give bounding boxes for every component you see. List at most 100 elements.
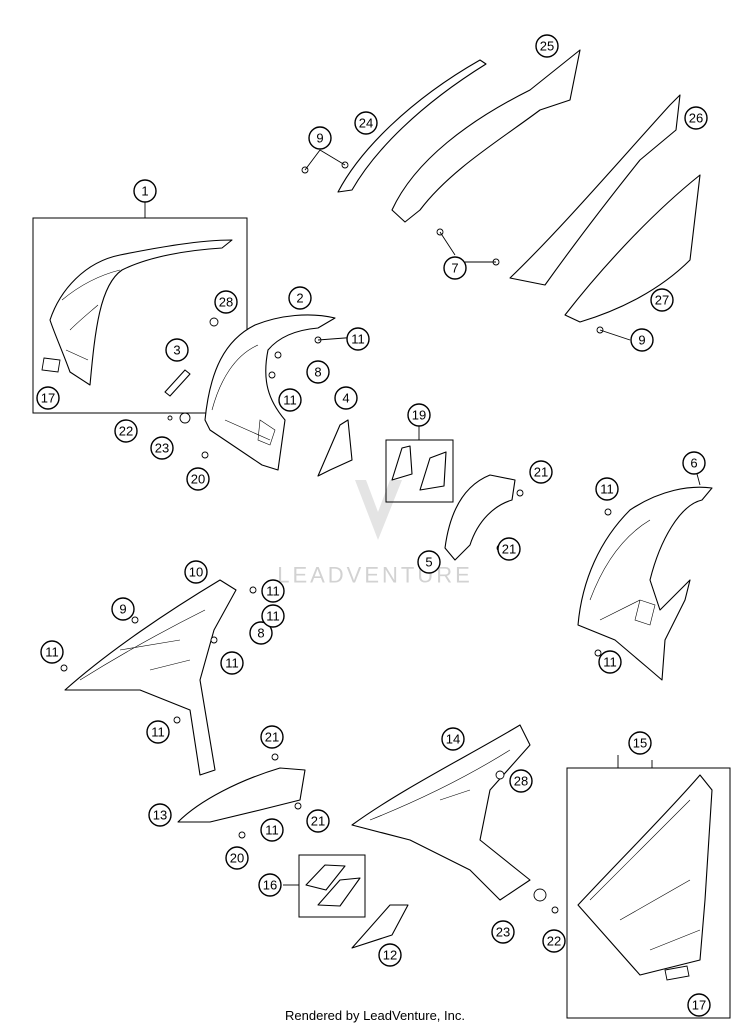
svg-text:8: 8 xyxy=(314,365,321,380)
svg-text:14: 14 xyxy=(446,732,460,747)
callout-21a: 21 xyxy=(529,460,553,484)
callout-2: 2 xyxy=(288,286,312,310)
svg-text:4: 4 xyxy=(342,391,349,406)
svg-text:1: 1 xyxy=(141,184,148,199)
svg-text:21: 21 xyxy=(265,730,279,745)
callout-3: 3 xyxy=(165,338,189,362)
svg-text:7: 7 xyxy=(451,261,458,276)
callout-25: 25 xyxy=(535,34,559,58)
part-upper-strip xyxy=(337,59,487,193)
callout-23a: 23 xyxy=(150,436,174,460)
group-frame-16 xyxy=(298,854,366,918)
callout-11j: 11 xyxy=(260,818,284,842)
part-small-plate xyxy=(351,904,409,949)
watermark: LEADVENTURE xyxy=(277,480,470,588)
footer-credit: Rendered by LeadVenture, Inc. xyxy=(285,1008,465,1023)
callout-17a: 17 xyxy=(36,386,60,410)
svg-text:15: 15 xyxy=(633,736,647,751)
svg-text:10: 10 xyxy=(189,565,203,580)
svg-text:28: 28 xyxy=(514,774,528,789)
callout-11e: 11 xyxy=(261,579,285,603)
svg-text:11: 11 xyxy=(266,609,280,624)
callout-9a: 9 xyxy=(308,126,332,150)
callout-11i: 11 xyxy=(146,720,170,744)
callout-17b: 17 xyxy=(687,993,711,1017)
callout-9b: 9 xyxy=(630,328,654,352)
callout-5: 5 xyxy=(417,550,441,574)
callout-11g: 11 xyxy=(40,640,64,664)
svg-text:17: 17 xyxy=(41,391,55,406)
callout-22a: 22 xyxy=(114,419,138,443)
svg-text:9: 9 xyxy=(119,602,126,617)
decal-sticker-2 xyxy=(664,965,690,981)
svg-text:11: 11 xyxy=(351,332,365,347)
callout-20a: 20 xyxy=(186,467,210,491)
svg-text:24: 24 xyxy=(359,116,373,131)
callout-15: 15 xyxy=(628,731,652,755)
svg-text:11: 11 xyxy=(225,656,239,671)
svg-text:11: 11 xyxy=(603,655,617,670)
svg-text:13: 13 xyxy=(153,808,167,823)
svg-text:21: 21 xyxy=(311,814,325,829)
svg-text:22: 22 xyxy=(119,424,133,439)
svg-text:27: 27 xyxy=(655,293,669,308)
callout-19: 19 xyxy=(407,403,431,427)
svg-text:17: 17 xyxy=(692,998,706,1013)
group-frame-15 xyxy=(566,767,731,1019)
svg-text:3: 3 xyxy=(173,343,180,358)
svg-text:9: 9 xyxy=(638,333,645,348)
part-bracket xyxy=(164,369,191,397)
watermark-logo-icon xyxy=(355,480,402,540)
part-right-side-fairing xyxy=(577,486,713,681)
part-left-side-fairing xyxy=(64,579,237,776)
svg-text:23: 23 xyxy=(155,441,169,456)
callout-11h: 11 xyxy=(220,651,244,675)
svg-text:9: 9 xyxy=(316,131,323,146)
callout-13: 13 xyxy=(148,803,172,827)
part-inner-guard xyxy=(444,474,516,561)
group-frame-19 xyxy=(385,439,454,503)
callout-11c: 11 xyxy=(595,477,619,501)
svg-text:11: 11 xyxy=(45,645,59,660)
part-tank-cover xyxy=(391,49,581,223)
callout-11b: 11 xyxy=(278,388,302,412)
svg-text:23: 23 xyxy=(496,925,510,940)
svg-text:11: 11 xyxy=(265,823,279,838)
callout-28b: 28 xyxy=(509,769,533,793)
callout-12: 12 xyxy=(378,943,402,967)
callout-28a: 28 xyxy=(214,290,238,314)
callout-23b: 23 xyxy=(491,920,515,944)
part-side-panel-left xyxy=(41,239,233,386)
part-front-spoiler xyxy=(351,724,531,901)
svg-text:11: 11 xyxy=(600,482,614,497)
callout-21d: 21 xyxy=(306,809,330,833)
svg-text:21: 21 xyxy=(502,542,516,557)
svg-text:20: 20 xyxy=(191,472,205,487)
svg-text:16: 16 xyxy=(263,878,277,893)
svg-text:26: 26 xyxy=(689,111,703,126)
svg-text:12: 12 xyxy=(383,948,397,963)
callout-9c: 9 xyxy=(111,597,135,621)
part-plate-set xyxy=(391,445,447,491)
callout-11f: 11 xyxy=(261,604,285,628)
group-frame-1 xyxy=(32,217,248,414)
svg-text:11: 11 xyxy=(283,393,297,408)
callout-21c: 21 xyxy=(260,725,284,749)
callout-8b: 8 xyxy=(249,621,273,645)
part-plate-set-2 xyxy=(305,864,361,907)
part-small-cover xyxy=(317,419,353,477)
callout-10: 10 xyxy=(184,560,208,584)
svg-text:11: 11 xyxy=(151,725,165,740)
callout-1: 1 xyxy=(133,179,157,203)
callout-6: 6 xyxy=(682,451,706,475)
callout-26: 26 xyxy=(684,106,708,130)
part-front-fairing xyxy=(204,314,336,471)
part-side-panel-right xyxy=(577,774,713,981)
callout-11d: 11 xyxy=(598,650,622,674)
svg-text:5: 5 xyxy=(425,555,432,570)
callout-22b: 22 xyxy=(542,929,566,953)
svg-text:19: 19 xyxy=(412,408,426,423)
callout-16: 16 xyxy=(258,873,282,897)
callout-21b: 21 xyxy=(497,537,521,561)
